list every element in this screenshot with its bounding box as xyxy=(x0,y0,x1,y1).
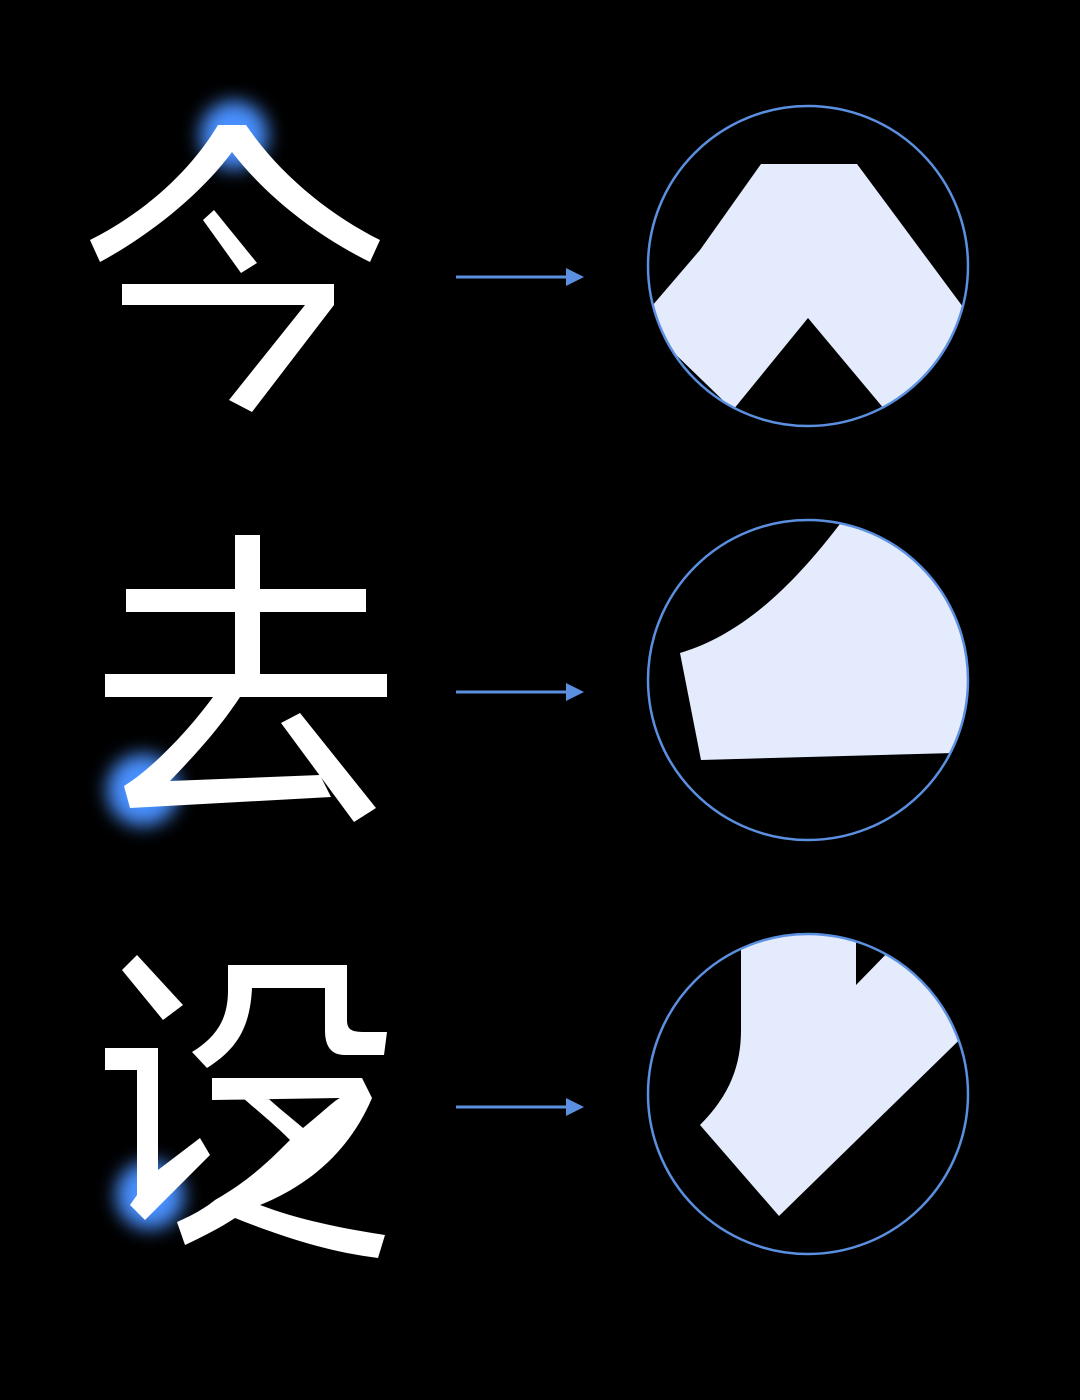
row-2 xyxy=(105,518,970,842)
zoom-circle-2 xyxy=(646,518,970,842)
row-1 xyxy=(90,101,970,428)
glyph-she xyxy=(105,955,387,1258)
arrow-1 xyxy=(456,268,584,286)
zoom-circle-3 xyxy=(646,932,970,1256)
zoom-circle-1 xyxy=(646,104,970,428)
glyph-qu xyxy=(105,535,387,822)
row-3 xyxy=(105,932,970,1258)
glyph-jin xyxy=(90,125,380,412)
stroke-jin-renhead xyxy=(90,125,380,262)
arrow-2 xyxy=(456,683,584,701)
arrow-3 xyxy=(456,1098,584,1116)
